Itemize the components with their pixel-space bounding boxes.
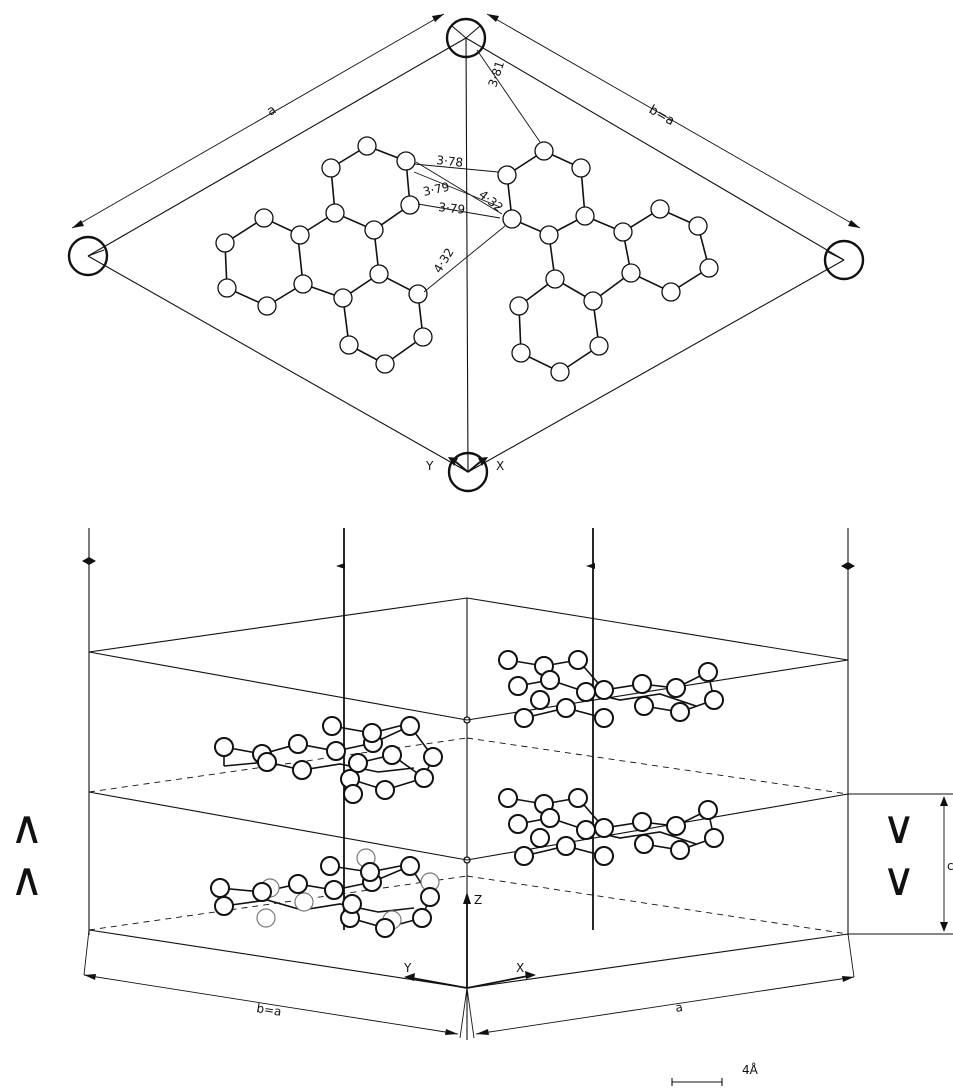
bottom-cell-planes (88, 597, 849, 989)
distance-label-6: 4·32 (431, 246, 457, 276)
left-mark-1: ∧ (10, 800, 44, 854)
distance-label-5: 4·32 (476, 187, 506, 214)
bottom-y-label: Y (403, 961, 412, 975)
top-corner-axes: Y X (67, 17, 865, 493)
bottom-symmetry-axes (82, 528, 855, 1040)
distance-label-1: 3·81 (486, 59, 508, 89)
bottom-molecule-right-lower (498, 788, 724, 866)
bottom-symmetry-marks: ∧ ∧ ∨ ∨ (10, 800, 916, 906)
distance-label-3: 3·79 (422, 180, 451, 199)
bottom-molecule-left-lower (210, 848, 440, 938)
bottom-molecule-right-upper (498, 650, 724, 728)
bottom-c-label: c (947, 859, 953, 873)
top-unit-cell (87, 25, 845, 473)
top-x-label: X (496, 459, 504, 473)
top-molecule-right (497, 141, 719, 382)
scale-bar: 4Å (671, 1062, 759, 1086)
bottom-molecule-left-upper (214, 716, 443, 804)
right-mark-1: ∨ (882, 800, 916, 854)
bottom-dimension-lines: b=a a c (83, 793, 953, 1039)
top-dimension-lines: a b=a (71, 13, 861, 229)
scale-bar-label: 4Å (742, 1062, 759, 1077)
bottom-b-label: b=a (256, 1001, 283, 1019)
left-mark-2: ∧ (10, 852, 44, 906)
right-mark-2: ∨ (882, 852, 916, 906)
top-b-label: b=a (646, 102, 677, 129)
bottom-axis-triad: Z Y X (403, 892, 536, 989)
distance-label-2: 3·78 (436, 153, 464, 170)
top-distance-arrows: 3·81 3·78 3·79 3·79 4·32 4·32 (413, 49, 541, 293)
top-y-label: Y (425, 459, 434, 473)
top-a-label: a (265, 102, 279, 119)
bottom-a-label: a (674, 1000, 683, 1015)
distance-label-4: 3·79 (438, 200, 466, 217)
bottom-x-label: X (516, 961, 524, 975)
bottom-z-label: Z (474, 893, 482, 907)
top-molecule-left (215, 136, 433, 374)
